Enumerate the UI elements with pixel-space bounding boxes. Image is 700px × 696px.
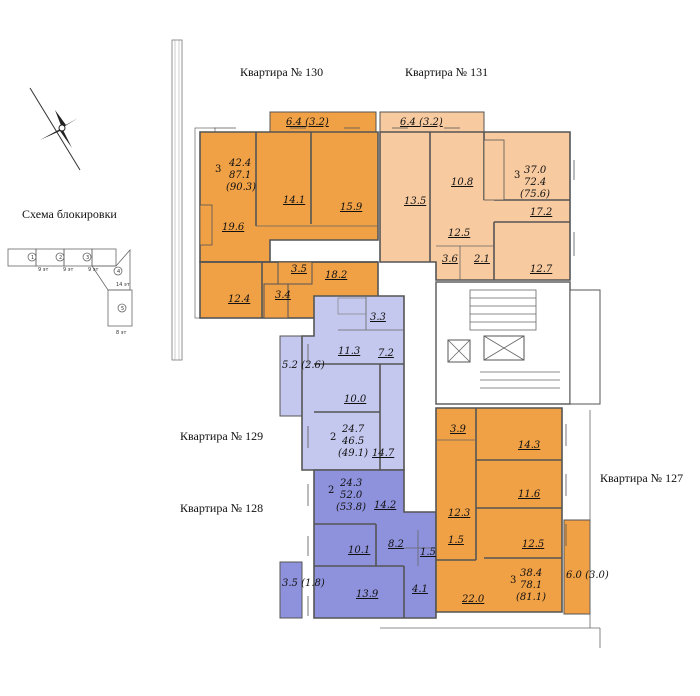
- apt-131-room: 17.2: [530, 207, 552, 218]
- apt-129-title: Квартира № 129: [180, 429, 263, 443]
- apt-128-room: 14.2: [374, 500, 396, 511]
- apt-130-rooms: 3: [215, 164, 221, 175]
- section-2: 2: [59, 255, 62, 261]
- apartment-131[interactable]: [379, 111, 571, 281]
- apt-128-total: 52.0: [340, 490, 363, 501]
- apt-129-room: 3.3: [370, 312, 386, 323]
- section-1: 1: [31, 255, 34, 261]
- section-3: 3: [86, 255, 89, 261]
- apt-130-balcony: 6.4 (3.2): [286, 117, 329, 128]
- apt-128-room: 10.1: [348, 545, 370, 556]
- apt-131-living: 37.0: [524, 165, 547, 176]
- apt-131-total: 72.4: [524, 177, 546, 188]
- apt-127-rooms: 3: [510, 575, 516, 586]
- apt-131-room: 2.1: [473, 254, 490, 265]
- apt-129-room: 11.3: [338, 346, 360, 357]
- apt-130-room: 3.4: [275, 290, 291, 301]
- apt-131-balcony: 6.4 (3.2): [400, 117, 443, 128]
- apt-131-total-balcony: (75.6): [520, 189, 550, 200]
- apt-131-room: 3.6: [442, 254, 459, 265]
- apt-128-title: Квартира № 128: [180, 501, 263, 515]
- left-wall-strip: [171, 39, 183, 361]
- apt-127-total: 78.1: [520, 580, 542, 591]
- compass-rose-icon: [29, 87, 81, 171]
- apt-131-title: Квартира № 131: [405, 65, 488, 79]
- stair-core: [435, 281, 601, 405]
- apt-127-room: 1.5: [448, 535, 464, 546]
- apt-130-total-balcony: (90.3): [226, 182, 256, 193]
- apt-131-room: 13.5: [404, 196, 426, 207]
- apt-128-rooms: 2: [328, 485, 334, 496]
- section-5-dim: 8 эт: [116, 330, 127, 336]
- apt-129-room: 10.0: [344, 394, 367, 405]
- apt-130-room: 15.9: [340, 202, 363, 213]
- apt-127-room: 3.9: [450, 424, 467, 435]
- apt-127-title: Квартира № 127: [600, 471, 683, 485]
- apt-128-room: 13.9: [356, 589, 379, 600]
- apt-128-total-balcony: (53.8): [336, 502, 366, 513]
- apt-127-total-balcony: (81.1): [516, 592, 546, 603]
- section-2-dim: 9 эт: [63, 267, 74, 273]
- apt-131-room: 12.7: [530, 264, 553, 275]
- legend-title: Схема блокировки: [22, 207, 117, 221]
- apt-127-room: 14.3: [518, 440, 540, 451]
- legend-block-diagram: 1 2 3 4 5 9 эт 9 эт 9 эт 14 эт 8 эт: [7, 248, 133, 336]
- apt-128-room: 8.2: [388, 539, 404, 550]
- section-1-dim: 9 эт: [38, 267, 49, 273]
- window-marks: [214, 127, 575, 616]
- apt-131-rooms: 3: [514, 170, 520, 181]
- apt-127-living: 38.4: [520, 568, 542, 579]
- apartment-129[interactable]: [279, 295, 405, 471]
- apt-127-room: 11.6: [518, 489, 541, 500]
- apt-129-room: 14.7: [372, 448, 395, 459]
- apt-130-total: 87.1: [229, 170, 251, 181]
- apt-127-room: 22.0: [461, 594, 485, 605]
- apartment-127[interactable]: [435, 407, 591, 615]
- apt-130-room: 19.6: [222, 222, 245, 233]
- apt-130-room: 3.5: [291, 264, 307, 275]
- apt-129-room: 7.2: [378, 348, 394, 359]
- apt-129-balcony: 5.2 (2.6): [282, 360, 325, 371]
- section-4: 4: [117, 269, 120, 275]
- apt-129-total-balcony: (49.1): [338, 448, 368, 459]
- apt-128-room: 1.5: [420, 547, 436, 558]
- apt-130-room: 14.1: [283, 195, 305, 206]
- apt-128-balcony: 3.5 (1.8): [282, 578, 325, 589]
- apt-131-room: 12.5: [448, 228, 470, 239]
- apt-127-balcony: 6.0 (3.0): [566, 570, 609, 581]
- apt-128-room: 4.1: [411, 584, 428, 595]
- apt-130-title: Квартира № 130: [240, 65, 323, 79]
- apt-128-living: 24.3: [339, 478, 362, 489]
- apt-131-room: 10.8: [451, 177, 473, 188]
- apt-130-room: 12.4: [228, 294, 250, 305]
- apt-129-total: 46.5: [341, 436, 364, 447]
- apt-130-living: 42.4: [228, 158, 251, 169]
- apt-129-rooms: 2: [330, 432, 336, 443]
- apartment-130[interactable]: [199, 111, 379, 319]
- section-4-dim: 14 эт: [116, 282, 130, 288]
- section-3-dim: 9 эт: [88, 267, 99, 273]
- apt-127-room: 12.3: [448, 508, 470, 519]
- apt-127-room: 12.5: [522, 539, 544, 550]
- section-5: 5: [121, 306, 124, 312]
- apt-130-room: 18.2: [325, 270, 347, 281]
- apt-129-living: 24.7: [341, 424, 365, 435]
